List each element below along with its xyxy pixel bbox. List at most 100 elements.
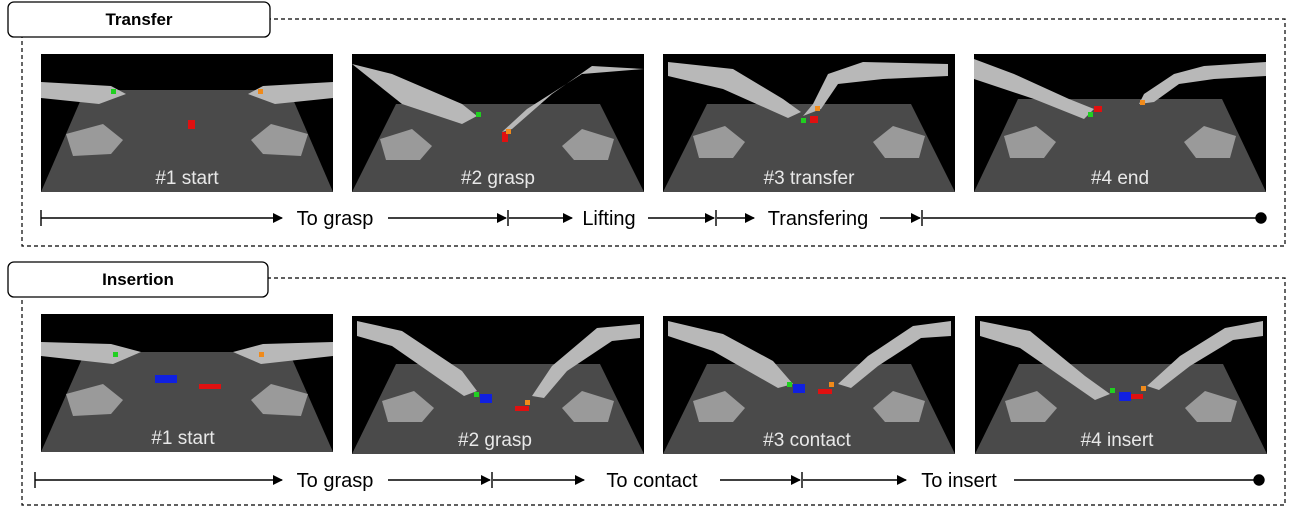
robot-base-left	[382, 391, 434, 422]
red-cube	[188, 120, 195, 129]
robot-arm-right	[838, 321, 951, 388]
frame-caption: #3 transfer	[764, 168, 855, 189]
robot-arm-right	[248, 82, 333, 104]
table-surface	[352, 104, 644, 192]
robot-base-right	[873, 126, 925, 158]
orange-marker	[525, 400, 530, 405]
table-surface	[663, 364, 955, 454]
green-marker	[801, 118, 806, 123]
robot-arm-left	[668, 62, 801, 118]
timeline	[40, 210, 1267, 226]
robot-base-left	[66, 124, 123, 156]
frame-caption: #2 grasp	[458, 430, 532, 451]
robot-arm-right	[1139, 62, 1266, 104]
section-title-box	[7, 1, 271, 38]
frame-transfer-end: #4 end	[974, 54, 1266, 192]
section-border	[21, 18, 1286, 247]
green-marker	[476, 112, 481, 117]
green-marker	[111, 89, 116, 94]
robot-base-right	[251, 384, 308, 416]
robot-arm-left	[668, 321, 793, 388]
green-marker	[1110, 388, 1115, 393]
robot-base-left	[693, 126, 745, 158]
robot-base-left	[380, 129, 432, 160]
frame-caption: #4 end	[1091, 168, 1149, 189]
green-marker	[1088, 112, 1093, 117]
red-cube	[502, 132, 508, 142]
green-marker	[474, 392, 479, 397]
red-peg	[1131, 394, 1143, 399]
section-title-box	[7, 261, 269, 298]
frame-caption: #1 start	[151, 428, 215, 449]
table-surface	[975, 364, 1267, 454]
robot-base-right	[1185, 391, 1237, 422]
table-surface	[663, 104, 955, 192]
frame-transfer-grasp: #2 grasp	[352, 54, 644, 192]
red-peg	[515, 406, 529, 411]
frame-caption: #2 grasp	[461, 168, 535, 189]
frame-transfer-transfer: #3 transfer	[663, 54, 955, 192]
frame-caption: #4 insert	[1081, 430, 1155, 451]
orange-marker	[259, 352, 264, 357]
frame-caption: #1 start	[155, 168, 219, 189]
frame-transfer-start: #1 start	[41, 54, 333, 192]
blue-socket	[155, 375, 177, 383]
orange-marker	[1140, 100, 1145, 105]
robot-base-left	[1005, 391, 1057, 422]
robot-base-right	[1184, 126, 1236, 158]
robot-arm-left	[974, 59, 1094, 119]
frame-caption: #3 contact	[763, 430, 851, 451]
green-marker	[787, 382, 792, 387]
table-surface	[41, 90, 333, 192]
robot-base-right	[251, 124, 308, 156]
table-surface	[41, 352, 333, 452]
red-cube	[1094, 106, 1102, 112]
frame-insertion-grasp: #2 grasp	[352, 316, 644, 454]
timeline	[34, 472, 1265, 488]
table-surface	[352, 364, 644, 454]
orange-marker	[506, 129, 511, 134]
orange-marker	[829, 382, 834, 387]
robot-arm-left	[352, 64, 477, 124]
robot-base-right	[562, 129, 614, 160]
frame-insertion-insert: #4 insert	[975, 316, 1267, 454]
phase-label: To contact	[606, 470, 698, 492]
robot-arm-right	[1147, 321, 1263, 390]
blue-socket	[480, 394, 492, 403]
robot-base-left	[1004, 126, 1056, 158]
phase-label: To insert	[921, 470, 997, 492]
phase-label: To grasp	[297, 470, 374, 492]
orange-marker	[1141, 386, 1146, 391]
orange-marker	[815, 106, 820, 111]
orange-marker	[258, 89, 263, 94]
insertion-section: Insertion #1 start #2	[7, 261, 1286, 506]
phase-label: To grasp	[297, 208, 374, 230]
robot-base-left	[66, 384, 123, 416]
robot-arm-left	[980, 321, 1110, 400]
red-peg	[199, 384, 221, 389]
section-title: Transfer	[105, 10, 172, 29]
red-cube	[810, 116, 818, 123]
section-title: Insertion	[102, 270, 174, 289]
robot-arm-right	[803, 62, 948, 116]
robot-arm-left	[41, 82, 126, 104]
red-peg	[818, 389, 832, 394]
transfer-section: Transfer #1 start #2 grasp	[7, 1, 1286, 247]
section-border	[21, 277, 1286, 506]
frame-insertion-contact: #3 contact	[663, 316, 955, 454]
robot-arm-left	[41, 342, 141, 364]
robot-base-right	[873, 391, 925, 422]
green-marker	[113, 352, 118, 357]
blue-socket	[793, 384, 805, 393]
robot-arm-right	[532, 324, 640, 398]
robot-base-right	[562, 391, 614, 422]
blue-socket	[1119, 392, 1131, 401]
robot-base-left	[693, 391, 745, 422]
phase-label: Lifting	[582, 208, 635, 230]
frame-insertion-start: #1 start	[41, 314, 333, 452]
robot-arm-right	[233, 342, 333, 364]
table-surface	[974, 99, 1266, 192]
robot-arm-left	[357, 321, 477, 396]
phase-label: Transfering	[768, 208, 868, 230]
